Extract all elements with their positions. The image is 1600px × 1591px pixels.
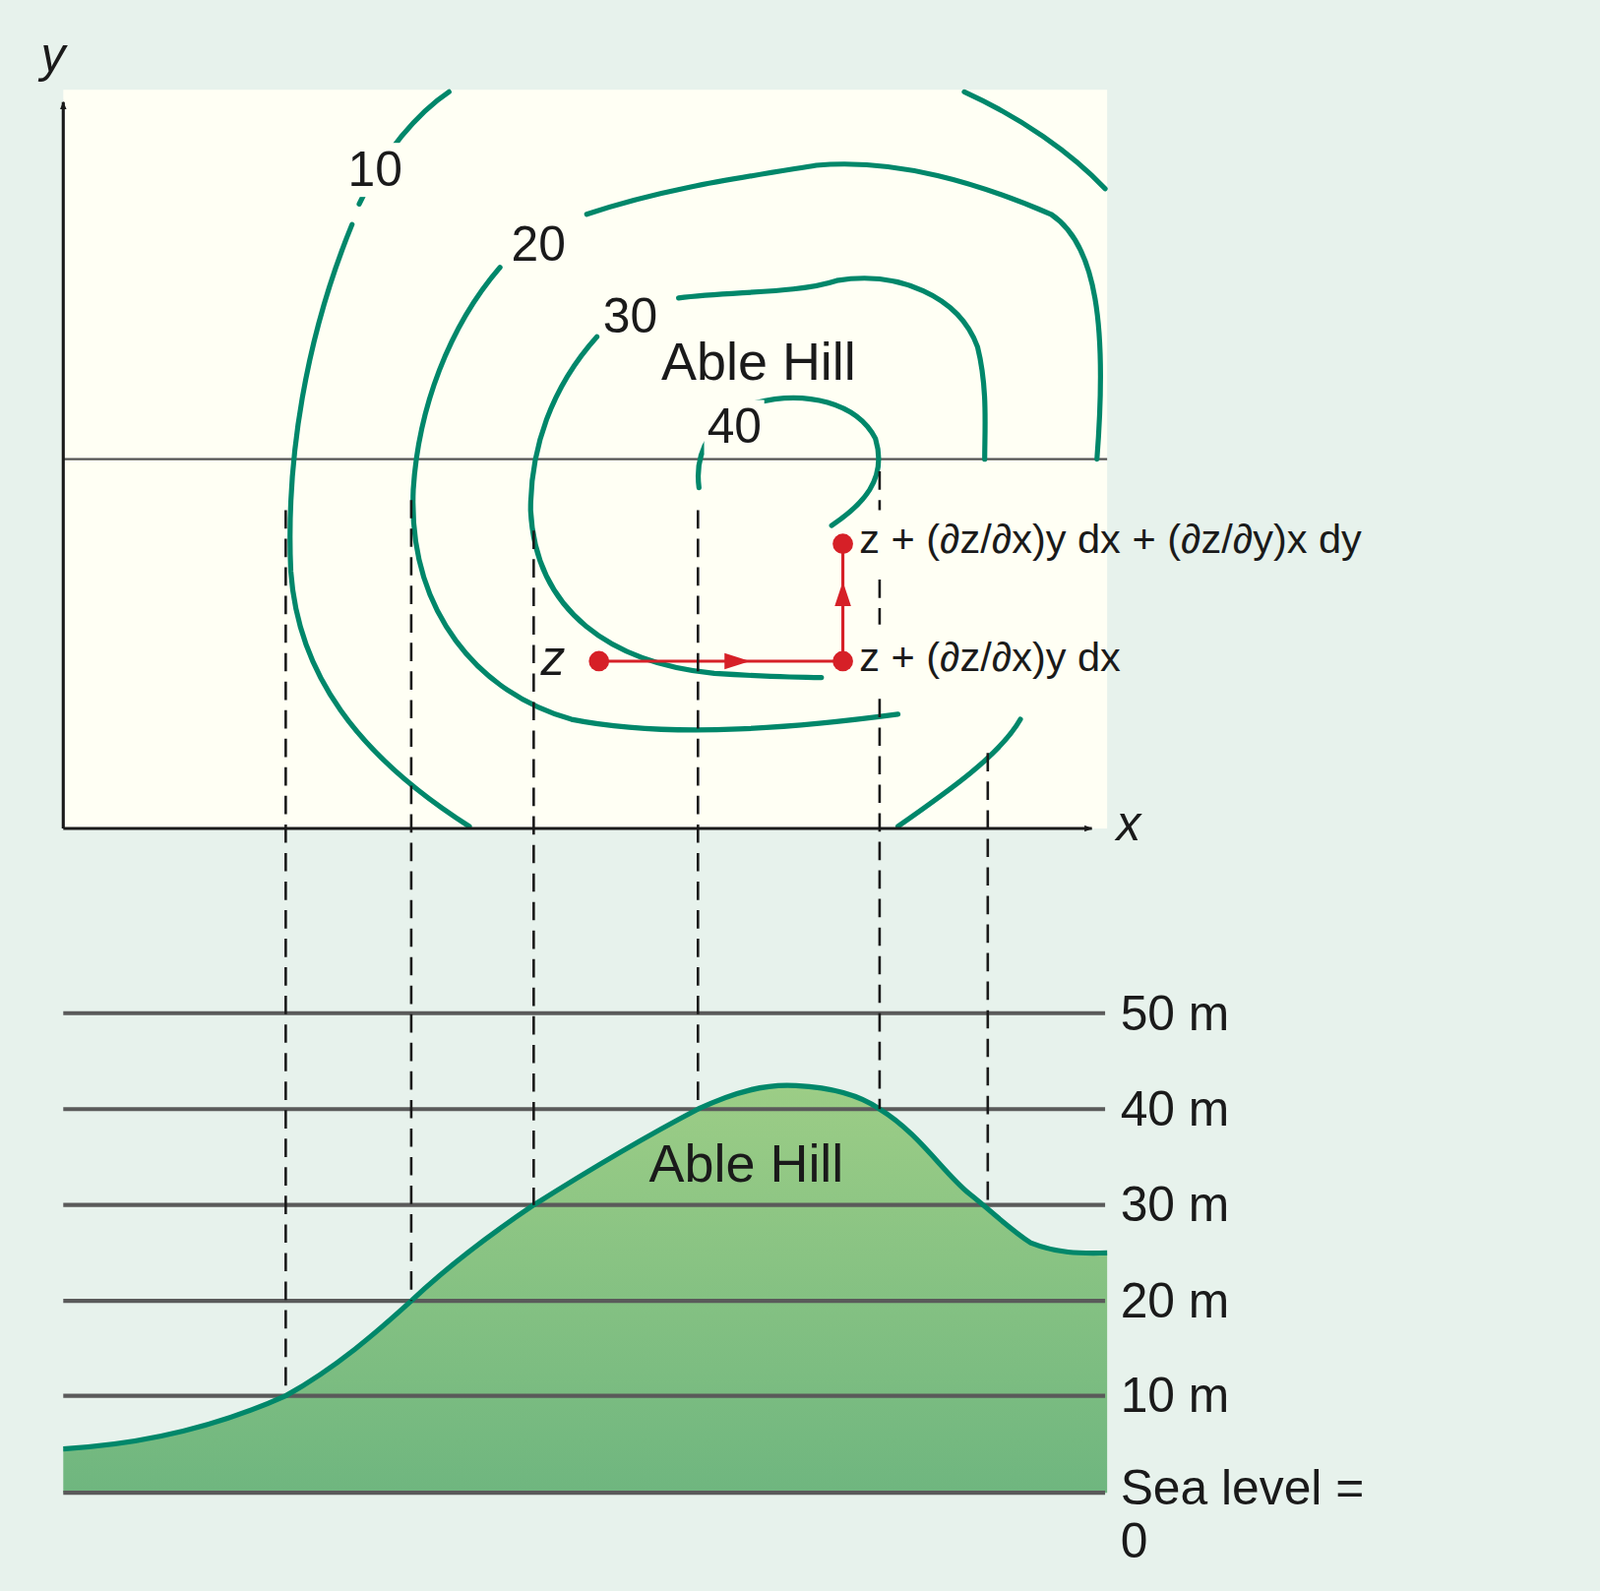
height-line [62, 1011, 1106, 1016]
projection-line [532, 530, 536, 1205]
projection-line [284, 510, 288, 1397]
projection-line [410, 499, 414, 1301]
contour-20 [413, 267, 899, 731]
point-formula: z + (∂z/∂x)y dx + (∂z/∂y)x dy [859, 516, 1362, 562]
point [588, 651, 610, 673]
height-line [62, 1107, 1106, 1111]
projection-lines [285, 471, 987, 1397]
contour-value: 10 [345, 142, 407, 197]
projection-line [986, 752, 990, 1205]
projection-line [878, 579, 882, 625]
contour-value: 20 [507, 218, 569, 273]
contour-value: 40 [704, 400, 766, 455]
arrow-head [724, 653, 750, 671]
contour-10 [964, 91, 1106, 189]
projection-line [878, 471, 882, 510]
point-label: z [541, 632, 566, 687]
arrow-head [834, 581, 852, 607]
height-value: 50 m [1120, 987, 1231, 1043]
height-line [62, 1298, 1106, 1303]
map-ground [62, 89, 1108, 829]
contour-20 [898, 719, 1021, 827]
height-value: 40 m [1120, 1082, 1231, 1137]
height-value: 20 m [1120, 1274, 1231, 1329]
axis-label: y [40, 28, 65, 83]
contour-value: 30 [600, 290, 662, 345]
height-value: 30 m [1120, 1178, 1231, 1233]
red-path [588, 533, 854, 672]
y-axis [61, 102, 65, 829]
hill-name: Able Hill [649, 1134, 845, 1193]
height-line [62, 1394, 1106, 1399]
contour-20 [586, 164, 1101, 460]
section-line [62, 458, 1108, 461]
contour-40 [698, 397, 879, 526]
hill-fill [62, 1085, 1108, 1493]
axis-label: x [1115, 798, 1141, 853]
point [832, 533, 854, 554]
height-value: Sea level = 0 [1120, 1461, 1392, 1570]
projection-line [696, 510, 700, 1110]
projection-line [878, 698, 882, 1109]
point-formula: z + (∂z/∂x)y dx [859, 634, 1121, 680]
height-line [62, 1490, 1106, 1495]
path-segment [599, 659, 844, 663]
point [832, 651, 854, 673]
contour-10 [290, 224, 470, 827]
height-value: 10 m [1120, 1369, 1231, 1424]
height-line [62, 1203, 1106, 1208]
x-axis [62, 826, 1092, 830]
hill-name: Able Hill [661, 332, 857, 391]
hill-profile [62, 1085, 1108, 1449]
